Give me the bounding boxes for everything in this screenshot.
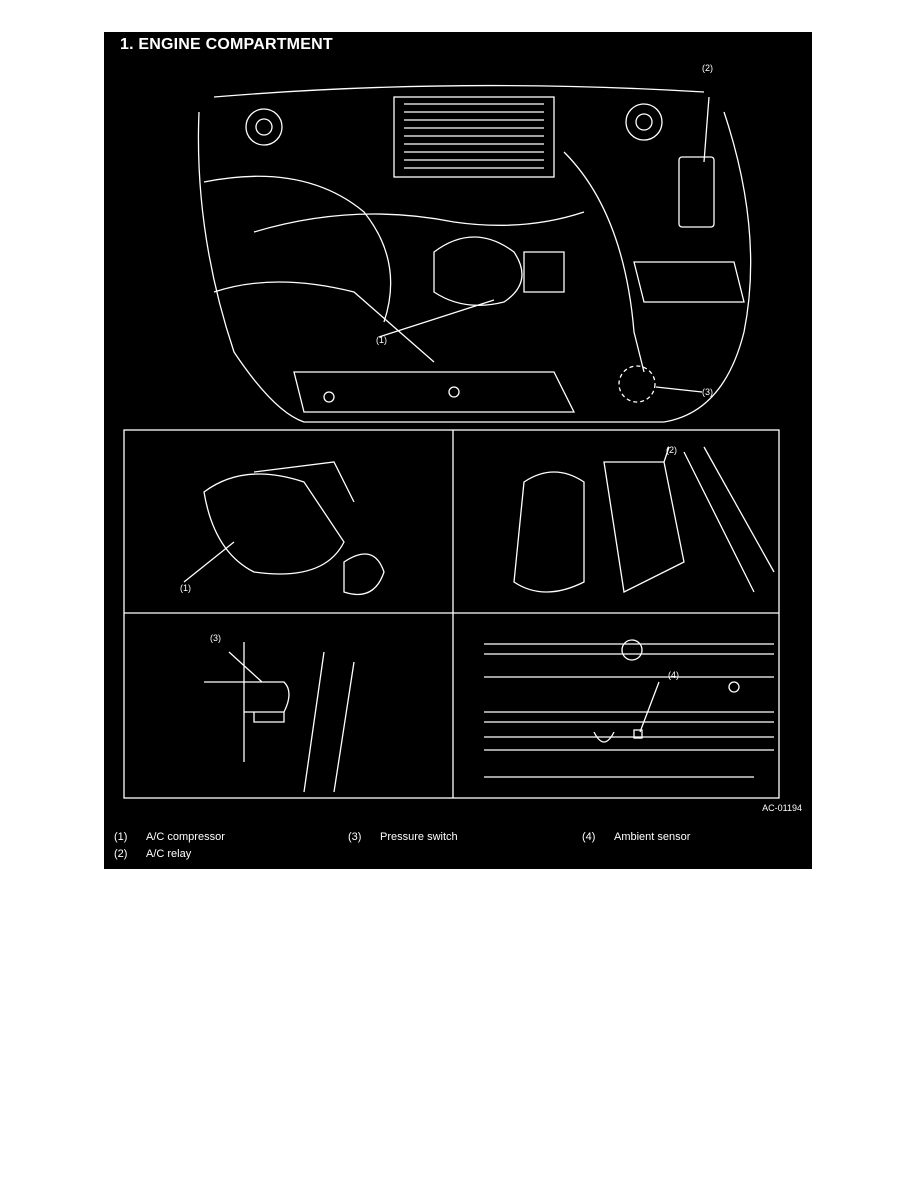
legend-label: A/C relay bbox=[146, 848, 192, 860]
detail-panels bbox=[123, 429, 780, 799]
callout-1-main: (1) bbox=[376, 335, 387, 345]
callout-3-detail: (3) bbox=[210, 633, 221, 643]
callout-2-main: (2) bbox=[702, 63, 713, 73]
legend-label: Pressure switch bbox=[380, 831, 458, 843]
callout-3-main: (3) bbox=[702, 387, 713, 397]
legend-label: Ambient sensor bbox=[614, 831, 691, 843]
figure-title: 1. ENGINE COMPARTMENT bbox=[120, 36, 333, 53]
legend-num: (1) bbox=[114, 831, 128, 843]
callout-4-detail: (4) bbox=[668, 670, 679, 680]
callout-2-detail: (2) bbox=[666, 445, 677, 455]
figure-code: AC-01194 bbox=[762, 803, 802, 813]
legend-num: (2) bbox=[114, 848, 128, 860]
callout-1-detail: (1) bbox=[180, 583, 191, 593]
legend-label: A/C compressor bbox=[146, 831, 225, 843]
legend-num: (3) bbox=[348, 831, 362, 843]
legend-num: (4) bbox=[582, 831, 596, 843]
main-engine-view bbox=[197, 84, 752, 423]
engine-line-art bbox=[123, 84, 780, 799]
engine-compartment-figure: 1. ENGINE COMPARTMENT bbox=[104, 32, 812, 869]
